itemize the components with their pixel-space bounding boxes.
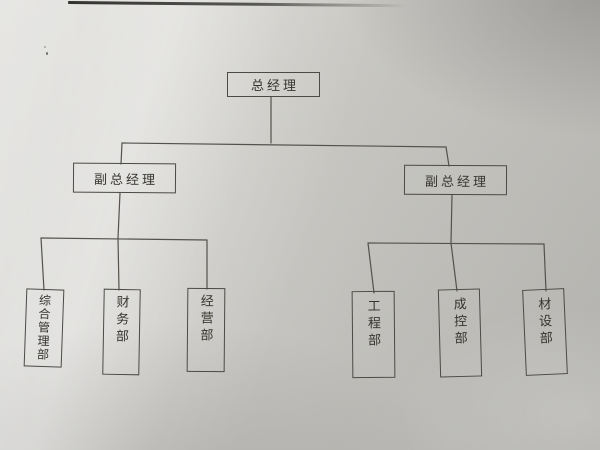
page-top-edge-line [67,1,406,7]
org-node-dept-operations: 经营部 [186,287,226,373]
org-node-dept-finance: 财务部 [102,288,141,376]
org-node-deputy-manager-left: 副总经理 [72,162,177,194]
connector-right-span [367,242,545,245]
paper-speck [46,52,48,55]
connector-dept6-drop [543,243,547,292]
paper-speck [44,46,46,48]
connector-deputy-left-drop [120,142,123,165]
connector-dept1-drop [40,237,45,291]
org-node-dept-comprehensive-management: 综合管理部 [23,288,65,368]
org-node-dept-materials-equipment: 材设部 [522,288,568,376]
connector-deputy-right-down [450,194,453,244]
org-node-general-manager: 总经理 [227,72,320,97]
connector-dept2-drop [117,237,120,291]
org-node-deputy-manager-right: 副总经理 [403,164,508,196]
org-node-dept-cost-control: 成控部 [437,288,483,378]
connector-level2-span [121,142,447,148]
connector-deputy-right-drop [445,146,450,167]
connector-dept4-drop [367,242,375,294]
connector-deputy-left-down [117,192,121,239]
connector-left-span [40,237,208,241]
org-node-dept-engineering: 工程部 [351,290,396,379]
connector-dept5-drop [450,242,458,292]
